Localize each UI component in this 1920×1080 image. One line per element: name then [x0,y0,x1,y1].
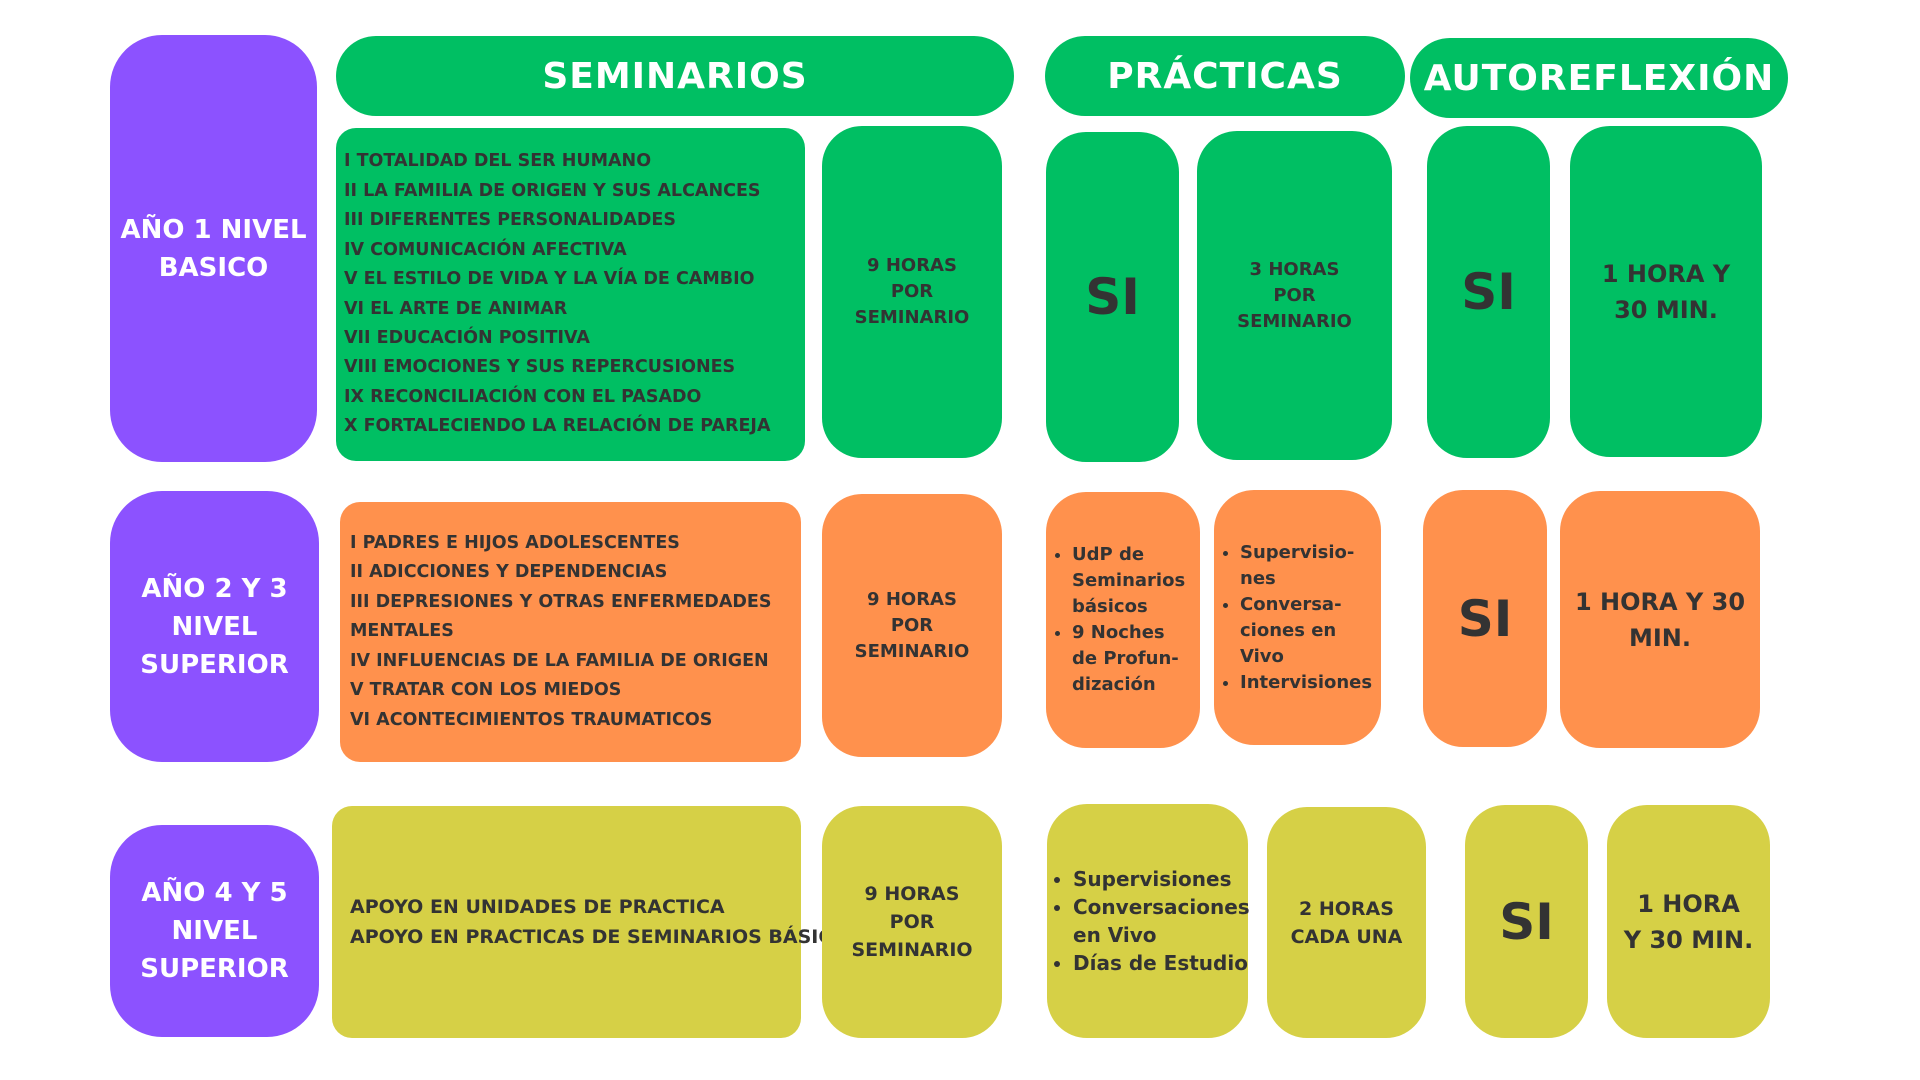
seminar-hours-year-4-5: 9 HORAS POR SEMINARIO [822,806,1002,1038]
row-label-year-1: AÑO 1 NIVEL BASICO [110,35,317,462]
hours-line: SEMINARIO [1237,310,1352,332]
topic-item: VIII EMOCIONES Y SUS REPERCUSIONES [344,357,736,378]
reflection-yes-year-1: SI [1427,126,1550,458]
row-label-line: SUPERIOR [140,649,289,680]
hours-line: 9 HORAS [867,588,957,610]
duration-line: 1 HORA [1637,889,1740,918]
topic-item: APOYO EN PRACTICAS DE SEMINARIOS BÁSICOS [350,926,863,948]
topics-list-year-4-5: APOYO EN UNIDADES DE PRACTICA APOYO EN P… [332,806,863,1038]
reflection-yes-label: SI [1499,892,1554,951]
topic-item: II LA FAMILIA DE ORIGEN Y SUS ALCANCES [344,180,761,201]
duration-line: 1 HORA Y [1601,259,1731,288]
hours-line: 3 HORAS [1249,258,1340,280]
practice-hours-year-1: 3 HORAS POR SEMINARIO [1197,131,1392,460]
hours-line: SEMINARIO [854,640,970,662]
duration-line: Y 30 MIN. [1623,925,1754,954]
header-autoreflexion: AUTOREFLEXIÓN [1410,38,1788,118]
row-label-year-4-5: AÑO 4 Y 5 NIVEL SUPERIOR [110,825,319,1037]
header-seminarios: SEMINARIOS [336,36,1014,116]
topic-item: V TRATAR CON LOS MIEDOS [350,680,622,701]
seminar-hours-year-2-3: 9 HORAS POR SEMINARIO [822,494,1002,757]
row-label-line: AÑO 2 Y 3 [141,573,288,604]
duration-line: 30 MIN. [1614,295,1718,324]
topic-item: I PADRES E HIJOS ADOLESCENTES [350,533,680,554]
topic-item: IV INFLUENCIAS DE LA FAMILIA DE ORIGEN [350,650,769,671]
row-label-line: NIVEL [171,611,258,642]
reflection-yes-year-4-5: SI [1465,805,1588,1038]
hours-line: 9 HORAS [867,255,957,276]
topic-item: II ADICCIONES Y DEPENDENCIAS [350,562,668,583]
topic-item: I TOTALIDAD DEL SER HUMANO [344,151,652,172]
reflection-time-year-1: 1 HORA Y 30 MIN. [1570,126,1762,457]
topic-item: VI EL ARTE DE ANIMAR [344,298,568,319]
topic-item: MENTALES [350,621,454,642]
row-label-line: AÑO 4 Y 5 [141,878,288,908]
hours-line: 2 HORAS [1299,897,1394,920]
hours-line: POR [890,281,934,302]
reflection-yes-label: SI [1457,589,1513,648]
reflection-time-year-2-3: 1 HORA Y 30 MIN. [1560,491,1760,748]
topic-item: III DIFERENTES PERSONALIDADES [344,210,676,231]
topic-item: VI ACONTECIMIENTOS TRAUMATICOS [350,709,713,730]
practice-yes-label: SI [1085,268,1140,326]
topic-item: V EL ESTILO DE VIDA Y LA VÍA DE CAMBIO [344,269,755,290]
duration-line: 1 HORA Y 30 [1574,587,1746,616]
hours-line: 9 HORAS [864,883,960,905]
hours-line: CADA UNA [1290,925,1403,948]
duration-line: MIN. [1628,623,1691,652]
reflection-yes-year-2-3: SI [1423,490,1547,747]
row-label-line: SUPERIOR [140,954,289,984]
practice-list-item: Supervisiones [1073,865,1248,893]
row-label-line: NIVEL [171,916,258,946]
topic-item: IX RECONCILIACIÓN CON EL PASADO [344,386,702,407]
practice-hours-year-4-5: 2 HORAS CADA UNA [1267,807,1426,1038]
practice-list-item: Intervisiones [1240,670,1381,696]
topics-list-year-1: I TOTALIDAD DEL SER HUMANO II LA FAMILIA… [336,128,805,461]
row-label-line: AÑO 1 NIVEL [120,214,307,245]
row-label-line: BASICO [158,252,269,283]
hours-line: SEMINARIO [851,939,973,961]
header-autoreflexion-label: AUTOREFLEXIÓN [1423,57,1775,99]
topic-item: APOYO EN UNIDADES DE PRACTICA [350,896,725,918]
header-seminarios-label: SEMINARIOS [542,55,808,97]
hours-line: POR [889,911,935,933]
topic-item: IV COMUNICACIÓN AFECTIVA [344,239,627,260]
header-practicas: PRÁCTICAS [1045,36,1405,116]
topic-item: III DEPRESIONES Y OTRAS ENFERMEDADES [350,591,772,612]
reflection-yes-label: SI [1461,263,1516,321]
header-practicas-label: PRÁCTICAS [1107,55,1343,97]
reflection-time-year-4-5: 1 HORA Y 30 MIN. [1607,805,1770,1038]
practice-list-item: Supervisio-nes [1240,540,1381,592]
row-label-year-2-3: AÑO 2 Y 3 NIVEL SUPERIOR [110,491,319,762]
hours-line: SEMINARIO [854,307,970,328]
practice-list-item: Días de Estudio [1073,949,1248,977]
topic-item: VII EDUCACIÓN POSITIVA [344,327,590,348]
topic-item: X FORTALECIENDO LA RELACIÓN DE PAREJA [344,416,771,437]
hours-line: POR [890,614,934,636]
practice-yes-year-1: SI [1046,132,1179,462]
hours-line: POR [1273,284,1316,306]
seminar-hours-year-1: 9 HORAS POR SEMINARIO [822,126,1002,458]
topics-list-year-2-3: I PADRES E HIJOS ADOLESCENTES II ADICCIO… [340,502,801,762]
